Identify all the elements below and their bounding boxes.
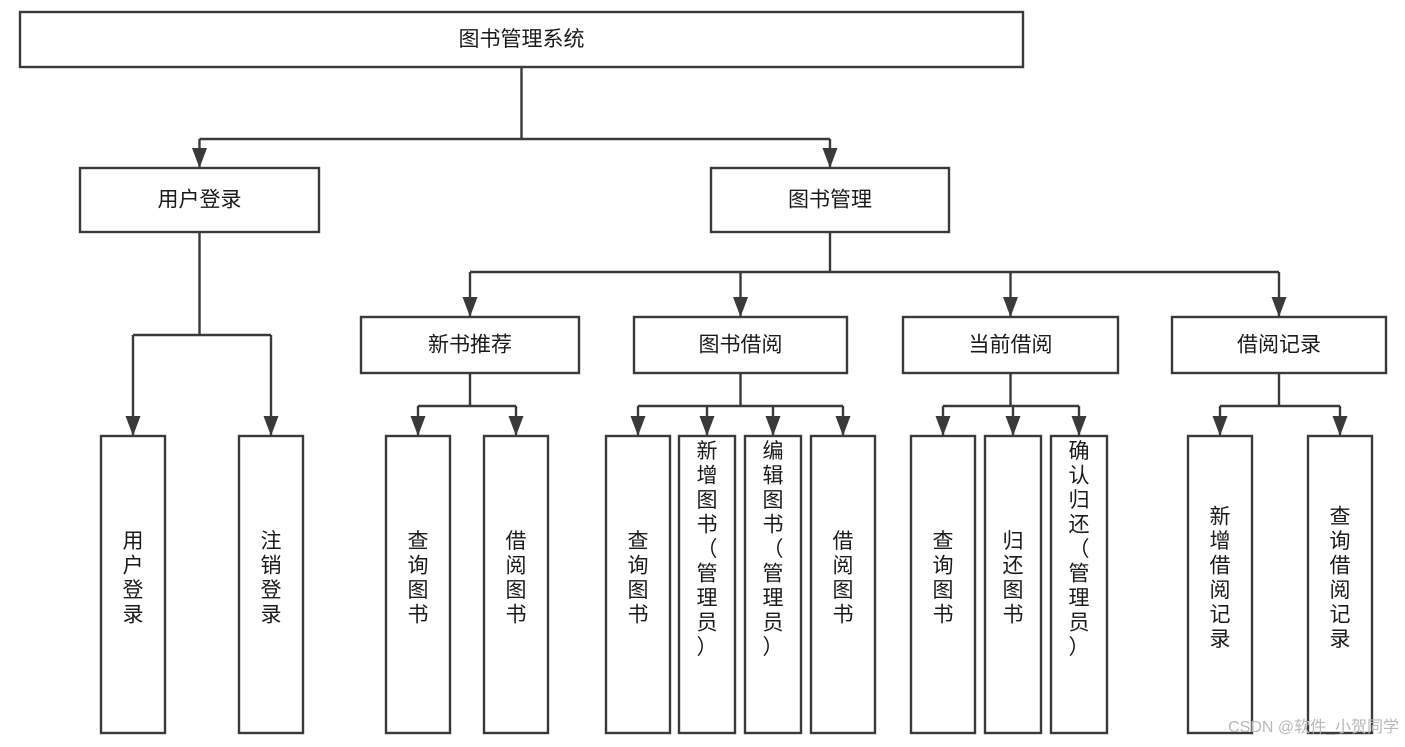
- arrow-head-icon: [263, 416, 279, 436]
- node-图书管理系统[interactable]: 图书管理系统: [18, 10, 1025, 69]
- node-box[interactable]: [901, 315, 1120, 375]
- node-编辑图书管理员[interactable]: 编辑图书（管理员）: [743, 434, 803, 735]
- node-新书推荐[interactable]: 新书推荐: [359, 315, 581, 375]
- node-box[interactable]: [1170, 315, 1388, 375]
- node-label: 借阅记录: [1237, 334, 1321, 357]
- arrow-head-icon: [462, 297, 478, 317]
- node-label: 图书管理: [788, 189, 872, 212]
- arrow-head-icon: [192, 148, 207, 168]
- arrow-head-icon: [1332, 416, 1348, 436]
- node-注销登录[interactable]: 注销登录: [237, 434, 305, 735]
- node-box[interactable]: [604, 434, 672, 735]
- node-box[interactable]: [909, 434, 977, 735]
- connector-layer: [125, 67, 1348, 436]
- arrow-head-icon: [125, 416, 141, 436]
- node-box[interactable]: [1049, 434, 1109, 735]
- node-查询图书[interactable]: 查询图书: [909, 434, 977, 735]
- arrow-head-icon: [835, 416, 851, 436]
- node-label: 用户登录: [158, 189, 242, 212]
- watermark-label: CSDN @软件_小贺同学: [1228, 718, 1399, 736]
- node-图书借阅[interactable]: 图书借阅: [632, 315, 849, 375]
- node-label: 编辑图书（管理员）: [763, 440, 784, 659]
- node-借阅图书[interactable]: 借阅图书: [809, 434, 877, 735]
- node-用户登录[interactable]: 用户登录: [99, 434, 167, 735]
- arrow-head-icon: [630, 416, 646, 436]
- node-查询图书[interactable]: 查询图书: [384, 434, 452, 735]
- arrow-head-icon: [765, 416, 781, 436]
- node-新增图书管理员[interactable]: 新增图书（管理员）: [677, 434, 737, 735]
- node-box[interactable]: [384, 434, 452, 735]
- node-label: 注销登录: [261, 530, 282, 627]
- node-label: 归还图书: [1003, 530, 1024, 627]
- arrow-head-icon: [1005, 416, 1021, 436]
- node-label: 借阅图书: [506, 530, 527, 627]
- arrow-head-icon: [1271, 297, 1287, 317]
- node-label: 查询图书: [408, 530, 429, 627]
- node-box[interactable]: [743, 434, 803, 735]
- node-box[interactable]: [809, 434, 877, 735]
- node-当前借阅[interactable]: 当前借阅: [901, 315, 1120, 375]
- node-box[interactable]: [359, 315, 581, 375]
- node-box[interactable]: [99, 434, 167, 735]
- node-box[interactable]: [709, 166, 951, 234]
- node-box[interactable]: [78, 166, 321, 234]
- node-box[interactable]: [237, 434, 305, 735]
- arrow-head-icon: [1071, 416, 1087, 436]
- arrow-head-icon: [410, 416, 426, 436]
- node-借阅图书[interactable]: 借阅图书: [482, 434, 550, 735]
- node-查询图书[interactable]: 查询图书: [604, 434, 672, 735]
- arrow-head-icon: [935, 416, 951, 436]
- node-label: 查询图书: [628, 530, 649, 627]
- arrow-head-icon: [822, 148, 838, 168]
- node-label: 查询图书: [933, 530, 954, 627]
- arrow-head-icon: [508, 416, 524, 436]
- node-归还图书[interactable]: 归还图书: [983, 434, 1043, 735]
- node-box[interactable]: [482, 434, 550, 735]
- node-label: 图书管理系统: [459, 28, 585, 51]
- arrow-head-icon: [733, 297, 748, 317]
- node-box[interactable]: [983, 434, 1043, 735]
- node-box[interactable]: [632, 315, 849, 375]
- node-label: 图书借阅: [699, 334, 783, 357]
- node-借阅记录[interactable]: 借阅记录: [1170, 315, 1388, 375]
- node-查询借阅记录[interactable]: 查询借阅记录: [1306, 434, 1374, 735]
- arrow-head-icon: [699, 416, 715, 436]
- node-label: 查询借阅记录: [1330, 505, 1351, 651]
- node-图书管理[interactable]: 图书管理: [709, 166, 951, 234]
- node-新增借阅记录[interactable]: 新增借阅记录: [1186, 434, 1254, 735]
- node-label: 当前借阅: [969, 334, 1053, 357]
- node-box[interactable]: [677, 434, 737, 735]
- arrow-head-icon: [1003, 297, 1018, 317]
- node-label: 用户登录: [123, 530, 144, 627]
- arrow-head-icon: [1212, 416, 1228, 436]
- node-layer: 图书管理系统用户登录图书管理新书推荐图书借阅当前借阅借阅记录用户登录注销登录查询…: [18, 10, 1388, 735]
- node-用户登录[interactable]: 用户登录: [78, 166, 321, 234]
- node-label: 新增借阅记录: [1210, 505, 1231, 651]
- node-label: 新书推荐: [428, 334, 512, 357]
- node-确认归还管理员[interactable]: 确认归还（管理员）: [1049, 434, 1109, 735]
- node-label: 借阅图书: [833, 530, 854, 627]
- node-box[interactable]: [1306, 434, 1374, 735]
- node-label: 确认归还（管理员）: [1069, 440, 1090, 659]
- node-box[interactable]: [18, 10, 1025, 69]
- node-label: 新增图书（管理员）: [697, 440, 718, 659]
- node-box[interactable]: [1186, 434, 1254, 735]
